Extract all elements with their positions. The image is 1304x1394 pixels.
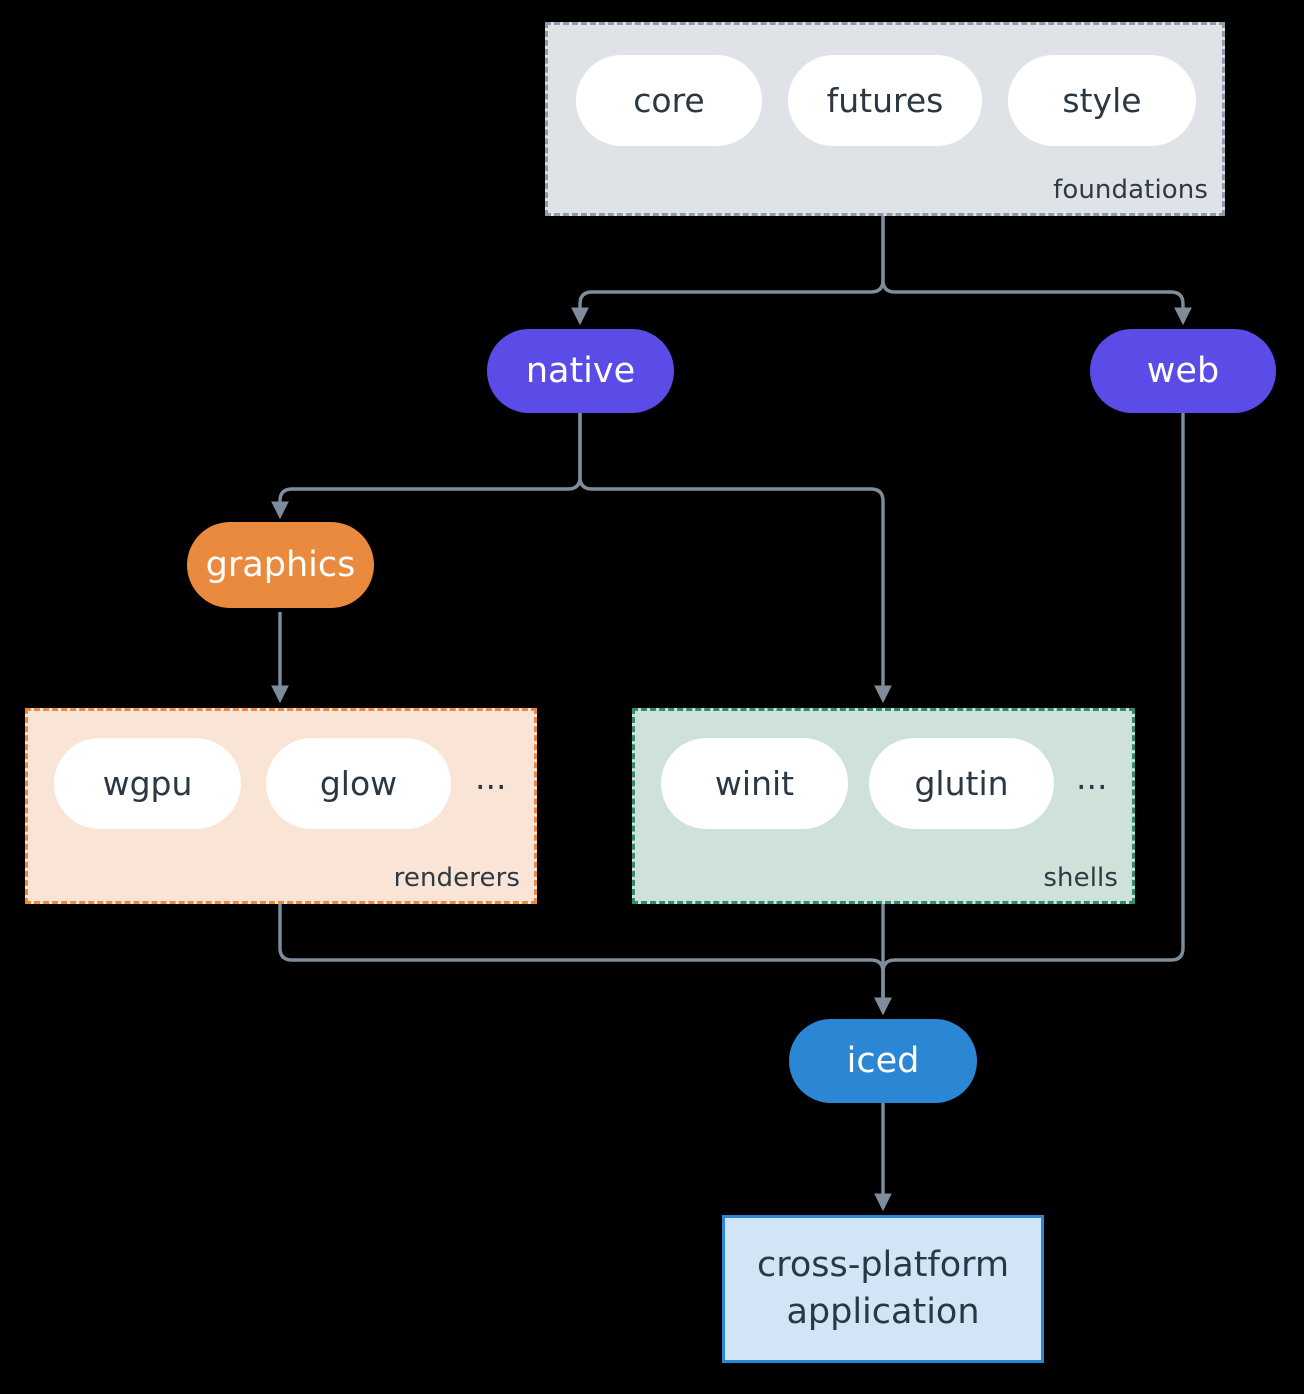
group-foundations: core futures style foundations (545, 22, 1225, 216)
pill-glow-label: glow (319, 764, 398, 803)
pill-wgpu-label: wgpu (102, 764, 193, 803)
application-label-line1: cross-platform (756, 1245, 1010, 1286)
shells-items: winit glutin ... (661, 738, 1107, 829)
node-application[interactable]: cross-platform application (722, 1215, 1044, 1363)
pill-wgpu[interactable]: wgpu (54, 738, 241, 829)
node-iced-label: iced (846, 1041, 920, 1081)
pill-glow[interactable]: glow (266, 738, 451, 829)
pill-glutin-label: glutin (914, 764, 1009, 803)
node-web-label: web (1146, 351, 1220, 391)
node-graphics[interactable]: graphics (187, 522, 374, 608)
shells-more-ellipsis: ... (1076, 758, 1108, 797)
pill-winit-label: winit (714, 764, 795, 803)
edge-native-to-graphics (271, 413, 582, 520)
application-label-line2: application (786, 1292, 980, 1332)
node-iced[interactable]: iced (789, 1019, 977, 1103)
pill-winit[interactable]: winit (661, 738, 848, 829)
edge-renderers-to-iced (278, 903, 892, 1016)
pill-style[interactable]: style (1008, 55, 1196, 146)
renderers-items: wgpu glow ... (54, 738, 506, 829)
renderers-more-ellipsis: ... (475, 758, 507, 797)
edge-native-to-shells (578, 413, 892, 704)
node-graphics-label: graphics (205, 545, 356, 585)
pill-futures[interactable]: futures (788, 55, 982, 146)
pill-glutin[interactable]: glutin (869, 738, 1054, 829)
pill-core[interactable]: core (576, 55, 762, 146)
group-label-renderers: renderers (393, 863, 520, 893)
node-native[interactable]: native (487, 329, 674, 413)
pill-style-label: style (1062, 81, 1142, 120)
group-renderers: wgpu glow ... renderers (25, 708, 537, 904)
edge-foundations-to-native (571, 216, 885, 326)
group-label-shells: shells (1043, 863, 1118, 893)
node-web[interactable]: web (1090, 329, 1276, 413)
edge-foundations-to-web (881, 216, 1192, 326)
pill-core-label: core (633, 81, 705, 120)
group-label-foundations: foundations (1053, 175, 1208, 205)
group-shells: winit glutin ... shells (632, 708, 1135, 904)
pill-futures-label: futures (826, 81, 944, 120)
foundations-items: core futures style (576, 55, 1196, 146)
node-native-label: native (525, 351, 636, 391)
